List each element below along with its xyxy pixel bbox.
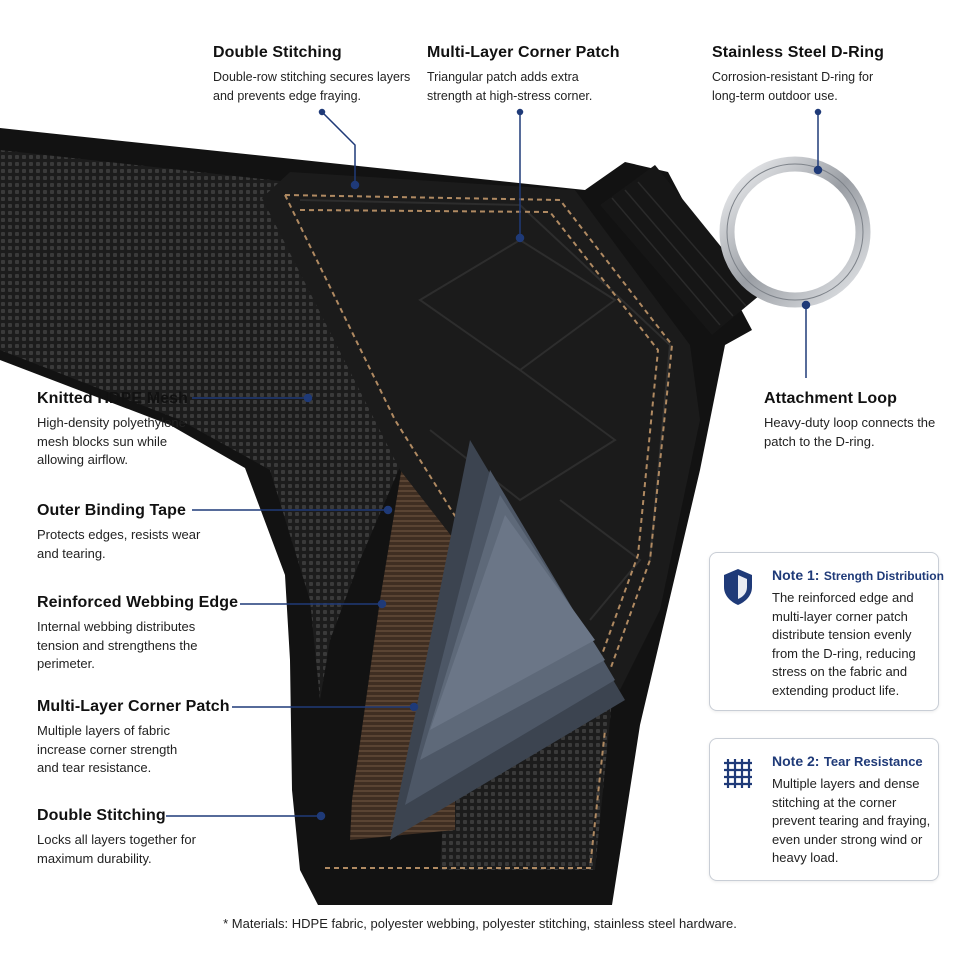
callout-text: Triangular patch adds extra strength at … bbox=[427, 70, 593, 103]
callout-text: High-density polyethylene mesh blocks su… bbox=[37, 415, 186, 467]
patch-layer-4 bbox=[430, 515, 595, 730]
note-heading: Note 2: Tear Resistance bbox=[772, 753, 923, 771]
callout-text: Multiple layers of fabric increase corne… bbox=[37, 723, 178, 775]
callout-title: Multi-Layer Corner Patch bbox=[427, 44, 620, 61]
callout-text: Double-row stitching secures layers and … bbox=[213, 70, 411, 103]
callout-title: Double Stitching bbox=[213, 44, 342, 61]
callout-d-ring: Stainless Steel D-Ring Corrosion-resista… bbox=[712, 44, 887, 105]
note-strength-distribution: Note 1: Strength Distribution The reinfo… bbox=[709, 552, 944, 711]
callout-text: Corrosion-resistant D-ring for long-term… bbox=[712, 70, 874, 103]
callout-title: Reinforced Webbing Edge bbox=[37, 594, 239, 611]
note-text: The reinforced edge and multi-layer corn… bbox=[772, 590, 916, 698]
callout-corner-patch-bottom: Multi-Layer Corner Patch Multiple layers… bbox=[37, 698, 230, 778]
callout-title: Outer Binding Tape bbox=[37, 502, 187, 519]
callout-mesh: Knitted HDPE Mesh High-density polyethyl… bbox=[37, 390, 212, 470]
callout-webbing-edge: Reinforced Webbing Edge Internal webbing… bbox=[37, 594, 239, 674]
note-heading: Note 1: Strength Distribution bbox=[772, 567, 944, 585]
callout-corner-patch-top: Multi-Layer Corner Patch Triangular patc… bbox=[427, 44, 622, 105]
callout-text: Protects edges, resists wear and tearing… bbox=[37, 527, 201, 561]
callout-text: Internal webbing distributes tension and… bbox=[37, 619, 198, 671]
note-text: Multiple layers and dense stitching at t… bbox=[772, 776, 931, 865]
callout-text: Locks all layers together for maximum du… bbox=[37, 832, 196, 866]
quilted-pattern bbox=[299, 199, 672, 621]
callout-title: Multi-Layer Corner Patch bbox=[37, 698, 230, 715]
callout-binding-tape: Outer Binding Tape Protects edges, resis… bbox=[37, 502, 202, 563]
materials-footnote: * Materials: HDPE fabric, polyester webb… bbox=[223, 916, 737, 931]
callout-attachment-loop: Attachment Loop Heavy-duty loop connects… bbox=[764, 390, 939, 451]
callout-title: Double Stitching bbox=[37, 807, 166, 824]
grid-mesh-icon bbox=[724, 759, 752, 788]
note-tear-resistance: Note 2: Tear Resistance Multiple layers … bbox=[709, 738, 939, 881]
callout-text: Heavy-duty loop connects the patch to th… bbox=[764, 415, 936, 449]
shield-icon bbox=[724, 569, 752, 605]
callout-title: Attachment Loop bbox=[764, 390, 898, 407]
note-label: Note 2: bbox=[772, 753, 820, 769]
leader-lines bbox=[166, 108, 823, 821]
note-subtitle: Strength Distribution bbox=[823, 569, 944, 583]
corner-patch bbox=[262, 172, 700, 690]
callout-double-stitching-bottom: Double Stitching Locks all layers togeth… bbox=[37, 807, 207, 868]
callout-title: Stainless Steel D-Ring bbox=[712, 44, 885, 61]
callout-title: Knitted HDPE Mesh bbox=[37, 390, 189, 407]
note-label: Note 1: bbox=[772, 567, 820, 583]
callout-double-stitching-top: Double Stitching Double-row stitching se… bbox=[213, 44, 413, 105]
d-ring bbox=[719, 156, 871, 308]
note-subtitle: Tear Resistance bbox=[823, 754, 923, 769]
